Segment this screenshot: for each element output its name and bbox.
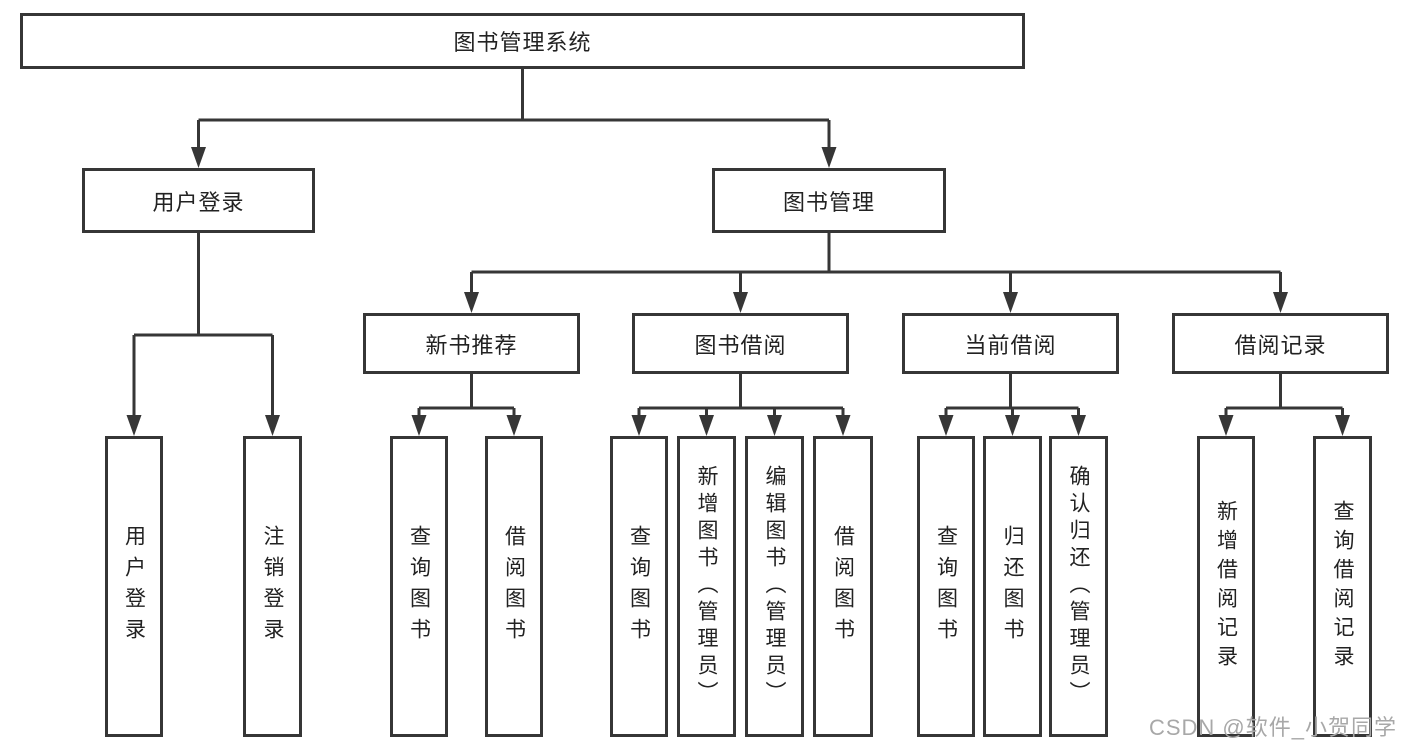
leaf-bb-edit-books-admin: 编辑图书（管理员） xyxy=(745,436,804,737)
node-book-management: 图书管理 xyxy=(712,168,946,233)
arrowhead-icon xyxy=(835,415,851,436)
leaf-user-login: 用户登录 xyxy=(105,436,163,737)
arrowhead-icon xyxy=(1003,292,1018,313)
leaf-logout: 注销登录 xyxy=(243,436,302,737)
leaf-rec-borrow-books: 借阅图书 xyxy=(485,436,543,737)
leaf-br-query-record: 查询借阅记录 xyxy=(1313,436,1372,737)
arrowhead-icon xyxy=(631,415,647,436)
arrowhead-icon xyxy=(464,292,479,313)
csdn-watermark: CSDN @软件_小贺同学 xyxy=(1148,715,1397,740)
arrowhead-icon xyxy=(265,415,280,436)
node-user-login: 用户登录 xyxy=(82,168,315,233)
leaf-cb-return-books: 归还图书 xyxy=(983,436,1042,737)
arrowhead-icon xyxy=(1335,415,1350,436)
arrowhead-icon xyxy=(411,415,427,436)
arrowhead-icon xyxy=(1273,292,1288,313)
arrowhead-icon xyxy=(1218,415,1234,436)
leaf-br-add-record: 新增借阅记录 xyxy=(1197,436,1255,737)
node-borrowing-records: 借阅记录 xyxy=(1172,313,1389,374)
node-current-borrowing: 当前借阅 xyxy=(902,313,1119,374)
leaf-bb-add-books-admin: 新增图书（管理员） xyxy=(677,436,736,737)
leaf-bb-query-books: 查询图书 xyxy=(610,436,668,737)
leaf-cb-query-books: 查询图书 xyxy=(917,436,975,737)
arrowhead-icon xyxy=(699,415,714,436)
arrowheads xyxy=(126,147,1350,436)
leaf-bb-borrow-books: 借阅图书 xyxy=(813,436,873,737)
leaf-rec-query-books: 查询图书 xyxy=(390,436,448,737)
arrowhead-icon xyxy=(733,292,748,313)
node-root-system: 图书管理系统 xyxy=(20,13,1025,69)
node-new-book-recommend: 新书推荐 xyxy=(363,313,580,374)
arrowhead-icon xyxy=(767,415,782,436)
arrowhead-icon xyxy=(126,415,142,436)
arrowhead-icon xyxy=(191,147,206,168)
arrowhead-icon xyxy=(1005,415,1020,436)
arrowhead-icon xyxy=(506,415,522,436)
arrowhead-icon xyxy=(938,415,954,436)
arrowhead-icon xyxy=(1071,415,1086,436)
leaf-cb-confirm-return-admin: 确认归还（管理员） xyxy=(1049,436,1108,737)
node-book-borrowing: 图书借阅 xyxy=(632,313,849,374)
arrowhead-icon xyxy=(821,147,837,168)
